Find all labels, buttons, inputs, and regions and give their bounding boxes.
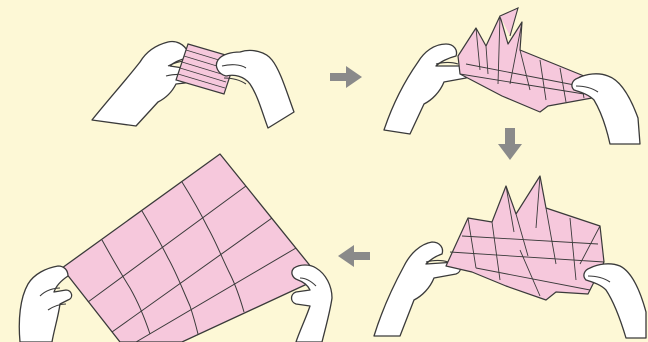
unfolding-instructions xyxy=(0,0,648,342)
illustration-canvas xyxy=(0,0,648,342)
